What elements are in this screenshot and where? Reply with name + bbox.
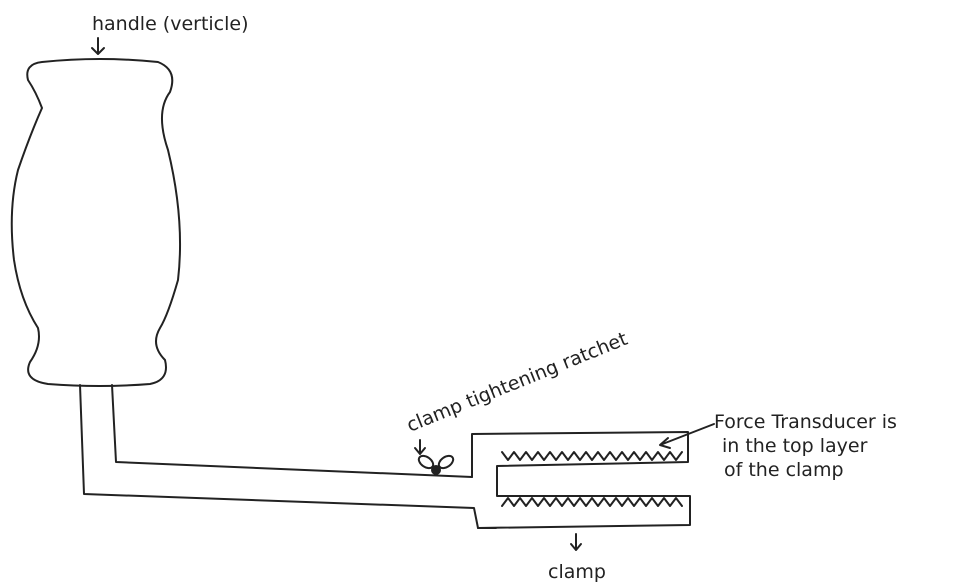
label-transducer-line-2: in the top layer xyxy=(722,435,868,457)
label-clamp: clamp xyxy=(548,561,606,583)
ratchet-arrow xyxy=(414,439,426,455)
clamp-arrow xyxy=(570,533,582,551)
label-transducer-line-1: Force Transducer is xyxy=(714,411,897,433)
clamp-body xyxy=(471,431,691,529)
handle xyxy=(10,58,181,387)
clamp-upper-teeth xyxy=(501,451,683,461)
label-ratchet: clamp tightening ratchet xyxy=(404,328,631,437)
handle-arrow xyxy=(91,37,105,55)
label-handle: handle (verticle) xyxy=(92,13,249,35)
label-transducer-line-3: of the clamp xyxy=(724,459,844,481)
transducer-arrow xyxy=(659,423,715,449)
shaft-upper-edge xyxy=(111,384,473,478)
ratchet-wingnut xyxy=(417,454,455,475)
clamp-lower-teeth xyxy=(501,497,683,507)
